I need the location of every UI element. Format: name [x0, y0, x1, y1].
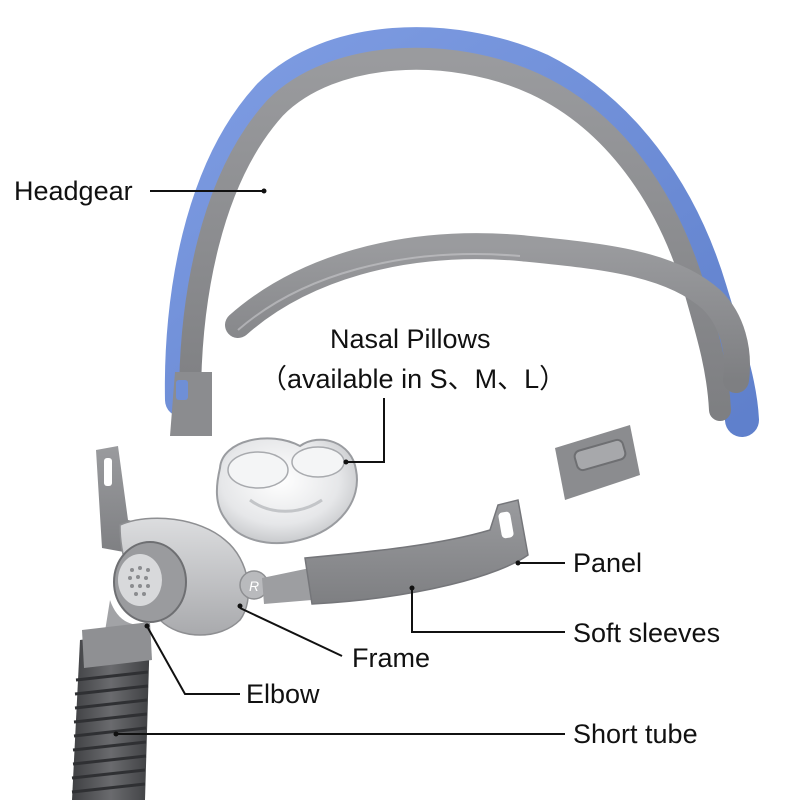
sizes-label: （available in S、M、L）: [260, 364, 567, 394]
frame-label: Frame: [352, 643, 431, 673]
short-tube-part: [71, 622, 152, 800]
soft-sleeves-leader: [411, 588, 565, 633]
nasal-pillows-leader: [348, 398, 385, 463]
leader-lines: [118, 190, 565, 735]
headgear-part: [164, 27, 759, 500]
panel-label: Panel: [573, 548, 643, 578]
headgear-label: Headgear: [14, 176, 133, 206]
short-tube-label: Short tube: [573, 719, 698, 749]
elbow-leader: [147, 627, 240, 695]
frame-leader: [239, 607, 343, 657]
panel-part: [262, 499, 529, 605]
soft-sleeves-label: Soft sleeves: [573, 618, 721, 648]
nasal-pillows-part: [215, 437, 358, 544]
nasal-pillows-label: Nasal Pillows: [330, 324, 491, 354]
elbow-label: Elbow: [246, 679, 320, 709]
frame-side-letter: R: [249, 578, 259, 594]
